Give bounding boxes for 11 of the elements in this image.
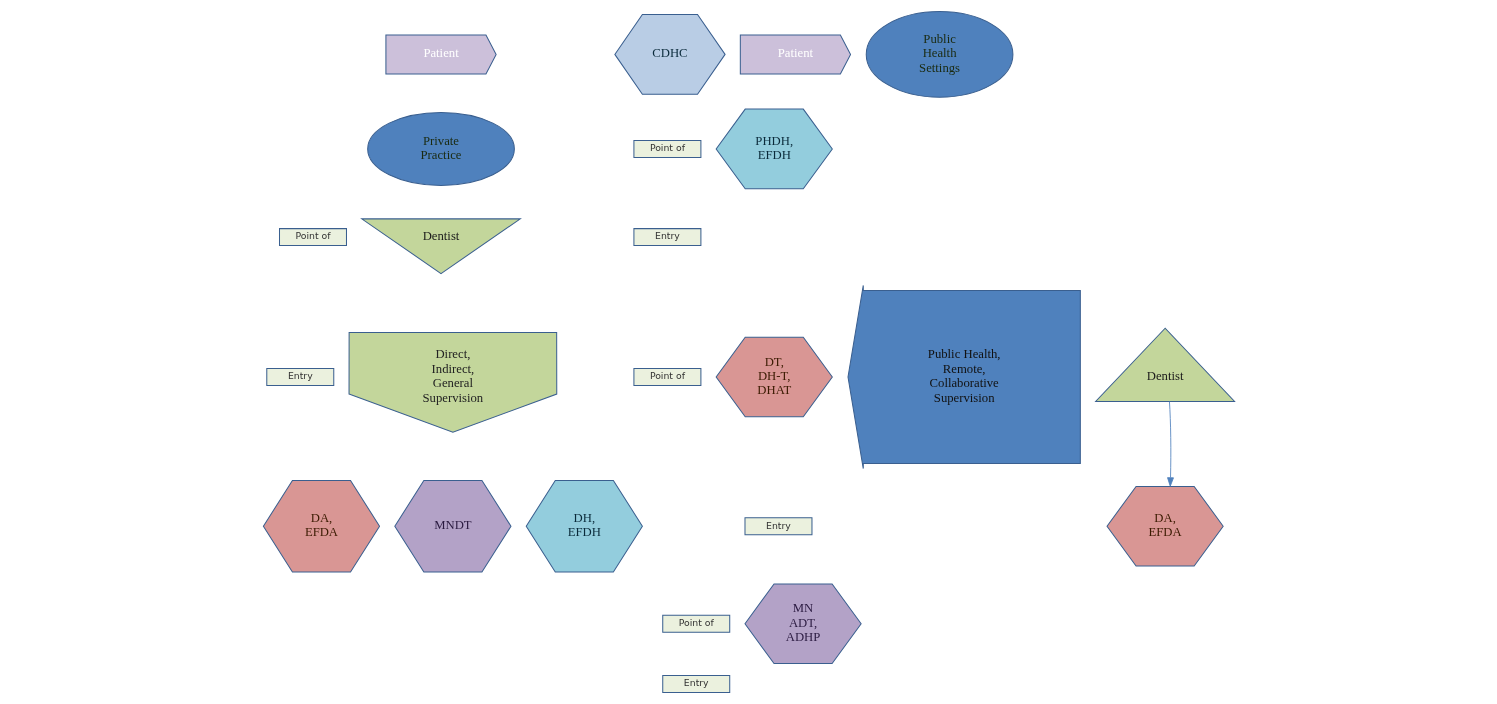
- arrow: [1166, 401, 1174, 487]
- node-ellipse: Private Practice: [366, 111, 515, 186]
- node-box: Point of: [632, 368, 701, 386]
- node-box: Entry: [744, 517, 812, 536]
- node-box: Point of: [278, 228, 347, 247]
- node-box: Entry: [661, 674, 730, 693]
- node-box: Entry: [632, 228, 701, 247]
- node-box: Entry: [265, 368, 334, 386]
- node-ellipse: Public Health Settings: [865, 11, 1013, 98]
- node-box: Point of: [661, 614, 730, 633]
- node-box: Point of: [632, 139, 701, 158]
